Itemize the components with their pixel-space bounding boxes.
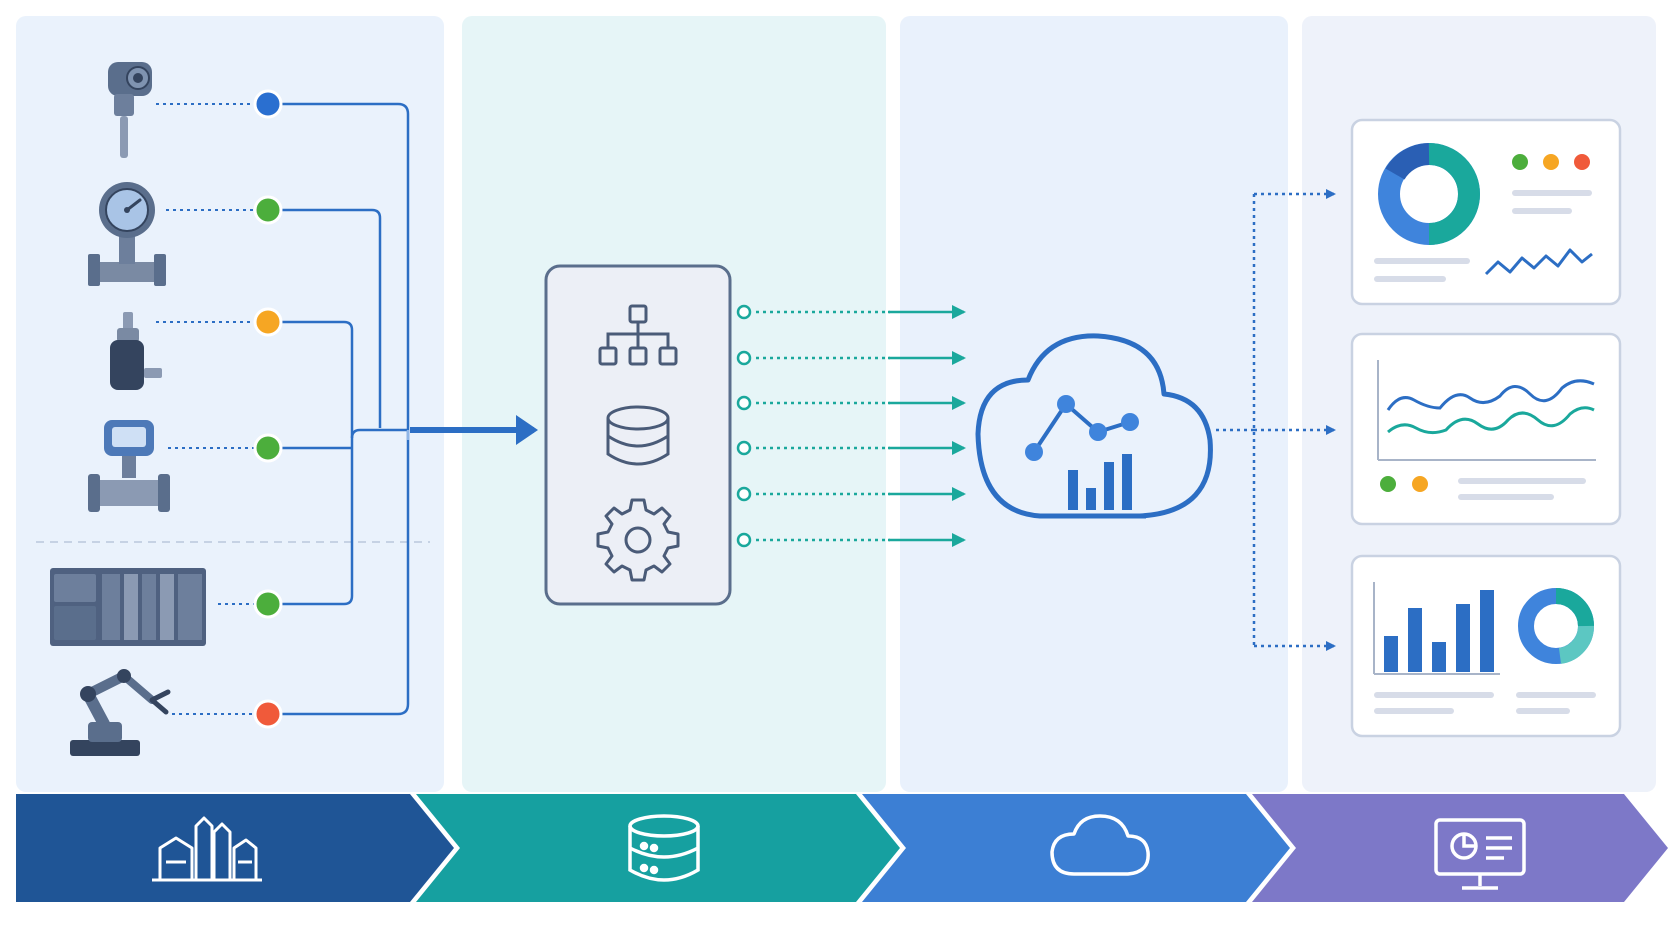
placeholder-line: [1512, 208, 1572, 214]
stage-cloud: [862, 794, 1290, 902]
dashboard-card-3: [1350, 554, 1622, 738]
status-dot-green: [253, 195, 283, 225]
temperature-sensor-icon: [108, 62, 152, 158]
edge-gateway-box: [544, 264, 732, 606]
aggregation-wiring: [280, 102, 410, 716]
dashboard-card-2: [1350, 332, 1622, 526]
output-stream: [736, 304, 966, 320]
placeholder-line: [1516, 692, 1596, 698]
placeholder-line: [1516, 708, 1570, 714]
gear-icon: [596, 498, 680, 582]
dashboard-branch: [1216, 189, 1336, 651]
status-dot-red: [253, 699, 283, 729]
line-chart-icon: [1377, 360, 1596, 461]
robot-arm-icon: [70, 669, 171, 756]
status-dot-orange: [1543, 154, 1559, 170]
status-dot-orange: [1412, 476, 1428, 492]
edge-gateway: [544, 264, 732, 606]
status-dot-green: [1512, 154, 1528, 170]
stage-visualization: [1252, 794, 1668, 902]
pressure-transmitter-icon: [110, 312, 162, 390]
output-stream: [736, 532, 966, 548]
donut-chart-icon: [1518, 588, 1595, 664]
status-dot-orange: [253, 307, 283, 337]
plc-rack-icon: [50, 568, 206, 646]
placeholder-line: [1458, 494, 1554, 500]
database-icon: [606, 405, 670, 466]
placeholder-line: [1374, 258, 1470, 264]
factory-icon: [152, 816, 262, 882]
hierarchy-icon: [598, 304, 678, 366]
gateway-output-streams: [736, 304, 966, 548]
placeholder-line: [1458, 478, 1586, 484]
output-stream: [736, 486, 966, 502]
output-stream: [736, 440, 966, 456]
status-dot-blue: [253, 89, 283, 119]
monitor-dashboard-icon: [1434, 818, 1526, 890]
server-icon: [628, 814, 700, 882]
status-dot-red: [1574, 154, 1590, 170]
output-stream: [736, 395, 966, 411]
stage-band: [16, 794, 1668, 902]
cloud-icon: [1050, 814, 1150, 876]
status-dot-green: [253, 589, 283, 619]
status-dots: [253, 89, 283, 729]
flow-meter-icon: [88, 420, 170, 512]
bar-chart-icon: [1373, 582, 1500, 675]
placeholder-line: [1374, 708, 1454, 714]
placeholder-line: [1512, 190, 1592, 196]
field-devices: [50, 62, 206, 756]
placeholder-line: [1374, 692, 1494, 698]
output-stream: [736, 350, 966, 366]
donut-chart-icon: [1378, 143, 1481, 245]
cloud-analytics-icon: [975, 333, 1213, 519]
pressure-gauge-icon: [88, 182, 166, 286]
sparkline: [1484, 248, 1593, 276]
status-dot-green: [1380, 476, 1396, 492]
placeholder-line: [1374, 276, 1446, 282]
status-dot-green: [253, 433, 283, 463]
device-links: [156, 103, 255, 715]
dashboard-card-1: [1350, 118, 1622, 306]
